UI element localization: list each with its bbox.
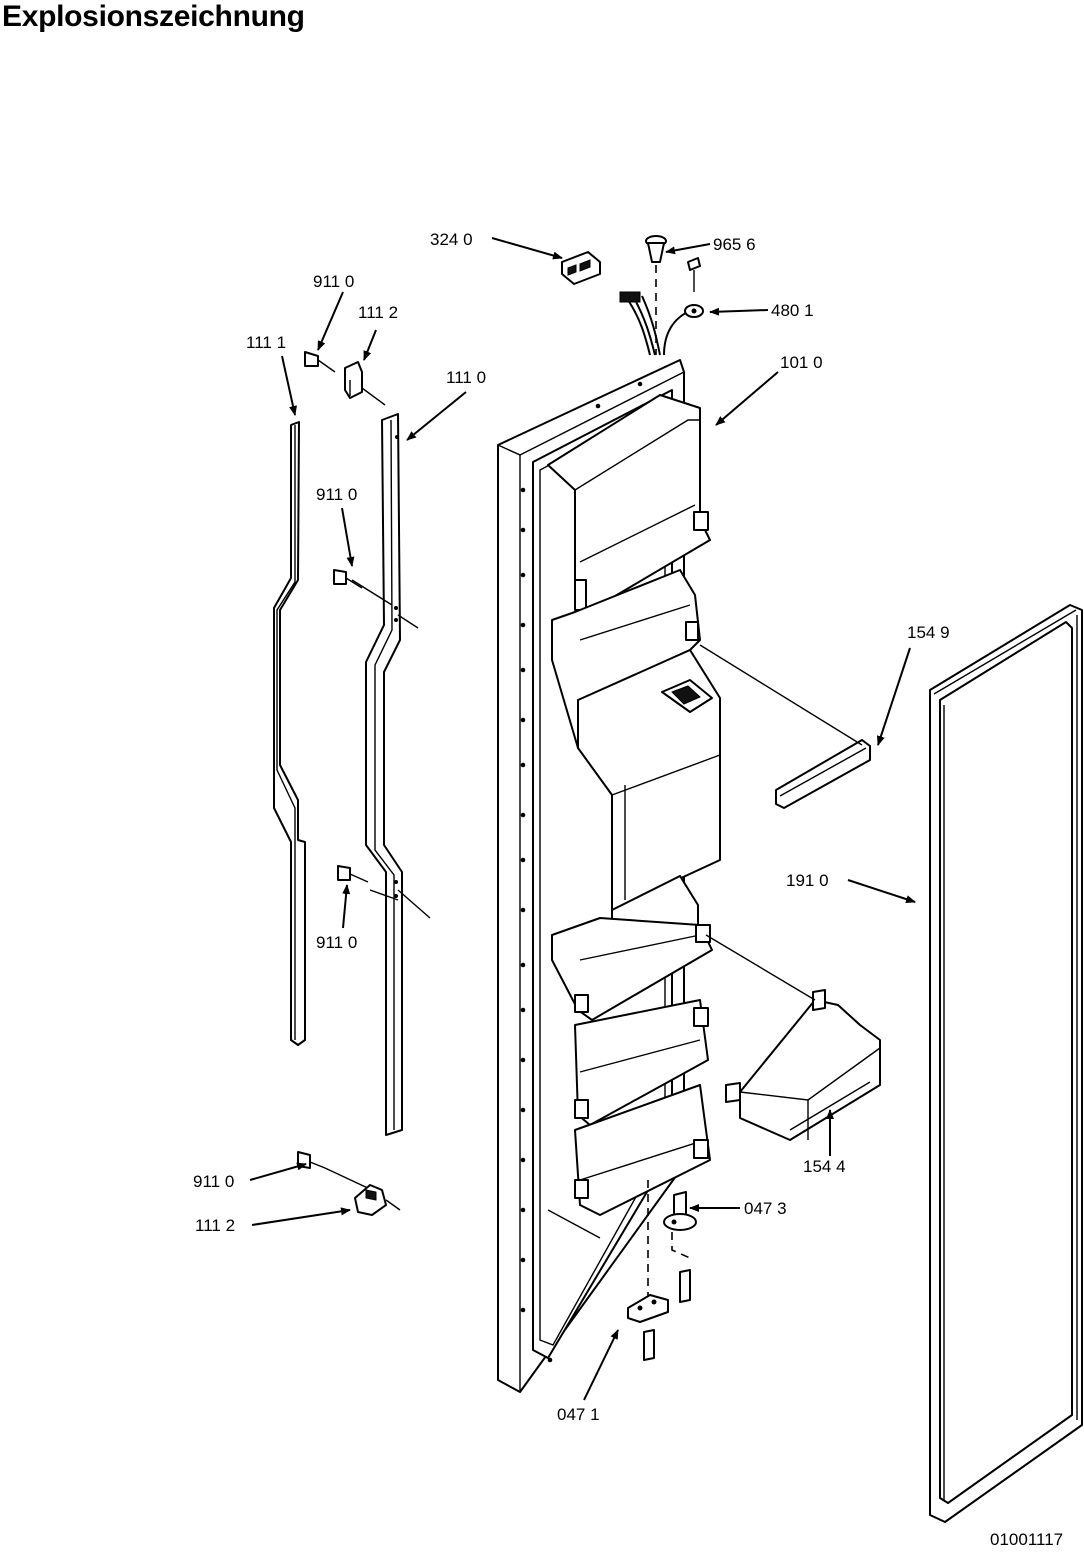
screw-bottom [297,1151,373,1191]
trim-strip [699,644,871,809]
door-panel [497,359,721,1393]
document-id: 01001117 [990,1530,1064,1549]
hinge-upper [663,1191,697,1303]
label-9110-mid: 911 0 [316,485,357,504]
screw-mid [333,569,363,589]
hinge-lower [627,1180,669,1361]
door-gasket [929,604,1083,1523]
label-1112-top: 111 2 [358,303,398,322]
lamp-socket [645,235,701,355]
plug-connector [561,251,601,285]
wire-harness [619,291,704,356]
label-0473: 047 3 [744,1199,787,1218]
label-0471: 047 1 [557,1405,600,1424]
label-9110-low: 911 0 [316,933,357,952]
screw-low [337,865,369,883]
label-1112-bottom: 111 2 [195,1216,235,1235]
page-title: Explosionszeichnung [2,0,305,33]
label-1010: 101 0 [780,353,823,372]
leader-lines [249,237,916,1401]
label-9110-bottom: 911 0 [193,1172,234,1191]
label-1549: 154 9 [907,623,950,642]
label-9656: 965 6 [713,235,756,254]
screw-top [304,351,336,373]
label-1544: 154 4 [803,1157,846,1176]
bar-1111 [273,421,306,1046]
label-1910: 191 0 [786,871,829,890]
door-bin [705,934,881,1141]
label-4801: 480 1 [771,301,814,320]
bracket-bottom [354,1184,401,1216]
label-1111: 111 1 [246,333,286,352]
label-3240: 324 0 [430,230,473,249]
bracket-top [344,361,386,406]
bar-1110 [351,413,431,1136]
label-1110: 111 0 [446,368,486,387]
label-9110-top: 911 0 [313,272,354,291]
